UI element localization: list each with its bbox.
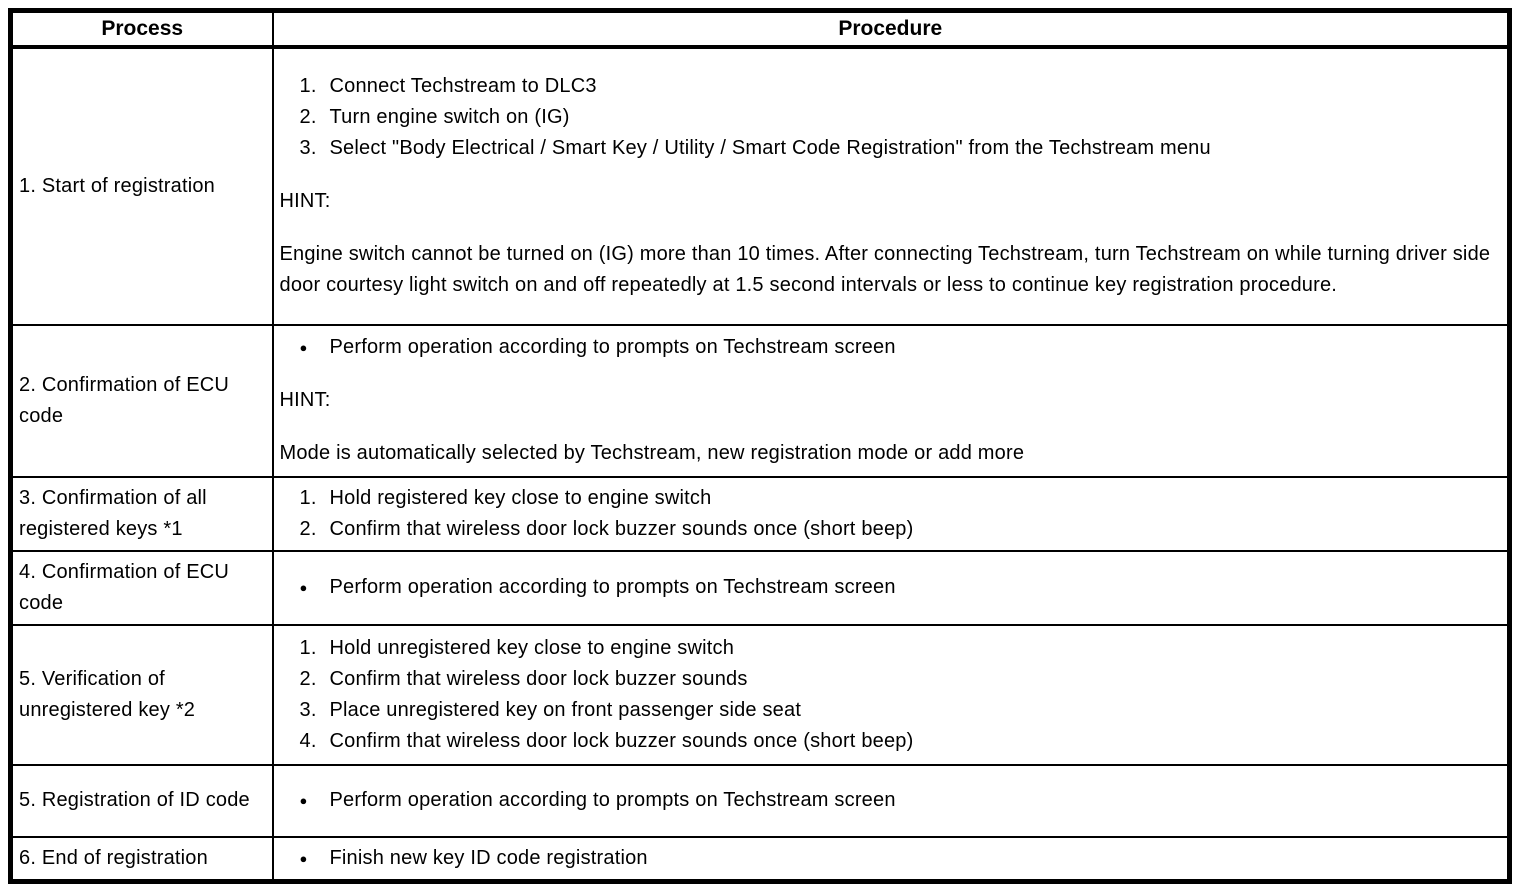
procedure-cell: ● Perform operation according to prompts … — [271, 323, 1511, 478]
list-item: 2. Confirm that wireless door lock buzzer… — [280, 664, 1502, 695]
list-item: 2. Turn engine switch on (IG) — [280, 102, 1502, 133]
list-item: ● Finish new key ID code registration — [280, 843, 1502, 874]
table-row: 2. Confirmation of ECU code ● Perform oper… — [9, 323, 1511, 478]
bullet-list: ● Finish new key ID code registration — [280, 843, 1502, 874]
list-item: 1. Hold unregistered key close to engine … — [280, 633, 1502, 664]
item-text: Perform operation according to prompts o… — [329, 576, 896, 598]
numbered-list: 1. Hold unregistered key close to engine … — [280, 633, 1502, 757]
process-cell: 5. Registration of ID code — [9, 763, 274, 838]
table-row: 4. Confirmation of ECU code ● Perform oper… — [9, 549, 1511, 626]
item-text: Perform operation according to prompts o… — [329, 336, 896, 358]
procedure-cell: ● Finish new key ID code registration — [271, 835, 1511, 882]
list-item: 2. Confirm that wireless door lock buzzer… — [280, 514, 1502, 545]
bullet-list: ● Perform operation according to prompts … — [280, 785, 1502, 816]
list-item: 3. Place unregistered key on front passen… — [280, 695, 1502, 726]
list-item: ● Perform operation according to prompts … — [280, 332, 1502, 363]
text-block: Engine switch cannot be turned on (IG) m… — [279, 243, 1491, 296]
item-text: Confirm that wireless door lock buzzer s… — [329, 667, 748, 690]
procedure-cell: 1. Connect Techstream to DLC3 2. Turn engin… — [271, 45, 1511, 326]
numbered-list: 1. Connect Techstream to DLC3 2. Turn engin… — [280, 71, 1502, 164]
list-item: 1. Hold registered key close to engine sw… — [280, 483, 1502, 514]
item-text: Hold unregistered key close to engine sw… — [329, 636, 735, 659]
bullet-list: ● Perform operation according to prompts … — [280, 332, 1502, 363]
procedure-cell: ● Perform operation according to prompts … — [271, 549, 1511, 626]
procedure-cell: 1. Hold registered key close to engine sw… — [271, 475, 1511, 552]
item-number: 1. — [299, 75, 317, 97]
table-body: 1. Start of registration 1. Connect Techst… — [9, 45, 1511, 882]
document-page: Process Procedure 1. Start of registrati… — [0, 8, 1520, 896]
item-text: Confirm that wireless door lock buzzer s… — [329, 517, 914, 540]
item-number: 2. — [299, 517, 317, 540]
list-item: ● Perform operation according to prompts … — [280, 785, 1502, 816]
item-number: 1. — [299, 486, 317, 509]
bullet-list: ● Perform operation according to prompts … — [280, 572, 1502, 603]
list-item: ● Perform operation according to prompts … — [280, 572, 1502, 603]
text-block: Mode is automatically selected by Techst… — [279, 442, 1025, 464]
table-row: 3. Confirmation of all registered keys *… — [9, 475, 1511, 552]
item-number: 4. — [299, 729, 317, 752]
item-text: Hold registered key close to engine swit… — [329, 486, 712, 509]
item-number: 2. — [299, 106, 317, 128]
item-text: Place unregistered key on front passenge… — [329, 698, 802, 721]
item-text: Perform operation according to prompts o… — [329, 789, 896, 811]
numbered-list: 1. Hold registered key close to engine sw… — [280, 483, 1502, 545]
item-text: Turn engine switch on (IG) — [329, 106, 570, 128]
procedure-cell: ● Perform operation according to prompts … — [271, 763, 1511, 838]
process-cell: 5. Verification of unregistered key *2 — [9, 623, 274, 766]
procedure-cell: 1. Hold unregistered key close to engine … — [271, 623, 1511, 766]
process-cell: 1. Start of registration — [9, 45, 274, 326]
item-number: 3. — [299, 137, 317, 159]
list-item: 4. Confirm that wireless door lock buzzer… — [280, 726, 1502, 757]
table-row: 5. Registration of ID code ● Perform opera… — [9, 763, 1511, 838]
item-number: 3. — [299, 698, 317, 721]
procedure-column-header: Procedure — [271, 9, 1511, 49]
list-item: 3. Select "Body Electrical / Smart Key / … — [280, 133, 1502, 164]
item-text: Connect Techstream to DLC3 — [329, 75, 597, 97]
item-text: Finish new key ID code registration — [329, 846, 648, 869]
item-number: 2. — [299, 667, 317, 690]
process-column-header: Process — [9, 9, 274, 49]
process-cell: 4. Confirmation of ECU code — [9, 549, 274, 626]
process-cell: 2. Confirmation of ECU code — [9, 323, 274, 478]
table-header: Process Procedure — [9, 9, 1511, 49]
procedure-table: Process Procedure 1. Start of registrati… — [8, 8, 1512, 884]
item-text: Confirm that wireless door lock buzzer s… — [329, 729, 914, 752]
text-block: HINT: — [279, 190, 331, 212]
list-item: 1. Connect Techstream to DLC3 — [280, 71, 1502, 102]
bullet-icon: ● — [299, 793, 308, 808]
item-text: Select "Body Electrical / Smart Key / Ut… — [329, 137, 1211, 159]
table-row: 6. End of registration ● Finish new key ID… — [9, 835, 1511, 882]
item-number: 1. — [299, 636, 317, 659]
bullet-icon: ● — [299, 580, 308, 595]
bullet-icon: ● — [299, 850, 308, 866]
text-block: HINT: — [279, 389, 331, 411]
bullet-icon: ● — [299, 340, 308, 355]
header-row: Process Procedure — [9, 9, 1511, 49]
process-cell: 6. End of registration — [9, 835, 274, 882]
process-cell: 3. Confirmation of all registered keys *… — [9, 475, 274, 552]
table-row: 1. Start of registration 1. Connect Techst… — [9, 45, 1511, 326]
